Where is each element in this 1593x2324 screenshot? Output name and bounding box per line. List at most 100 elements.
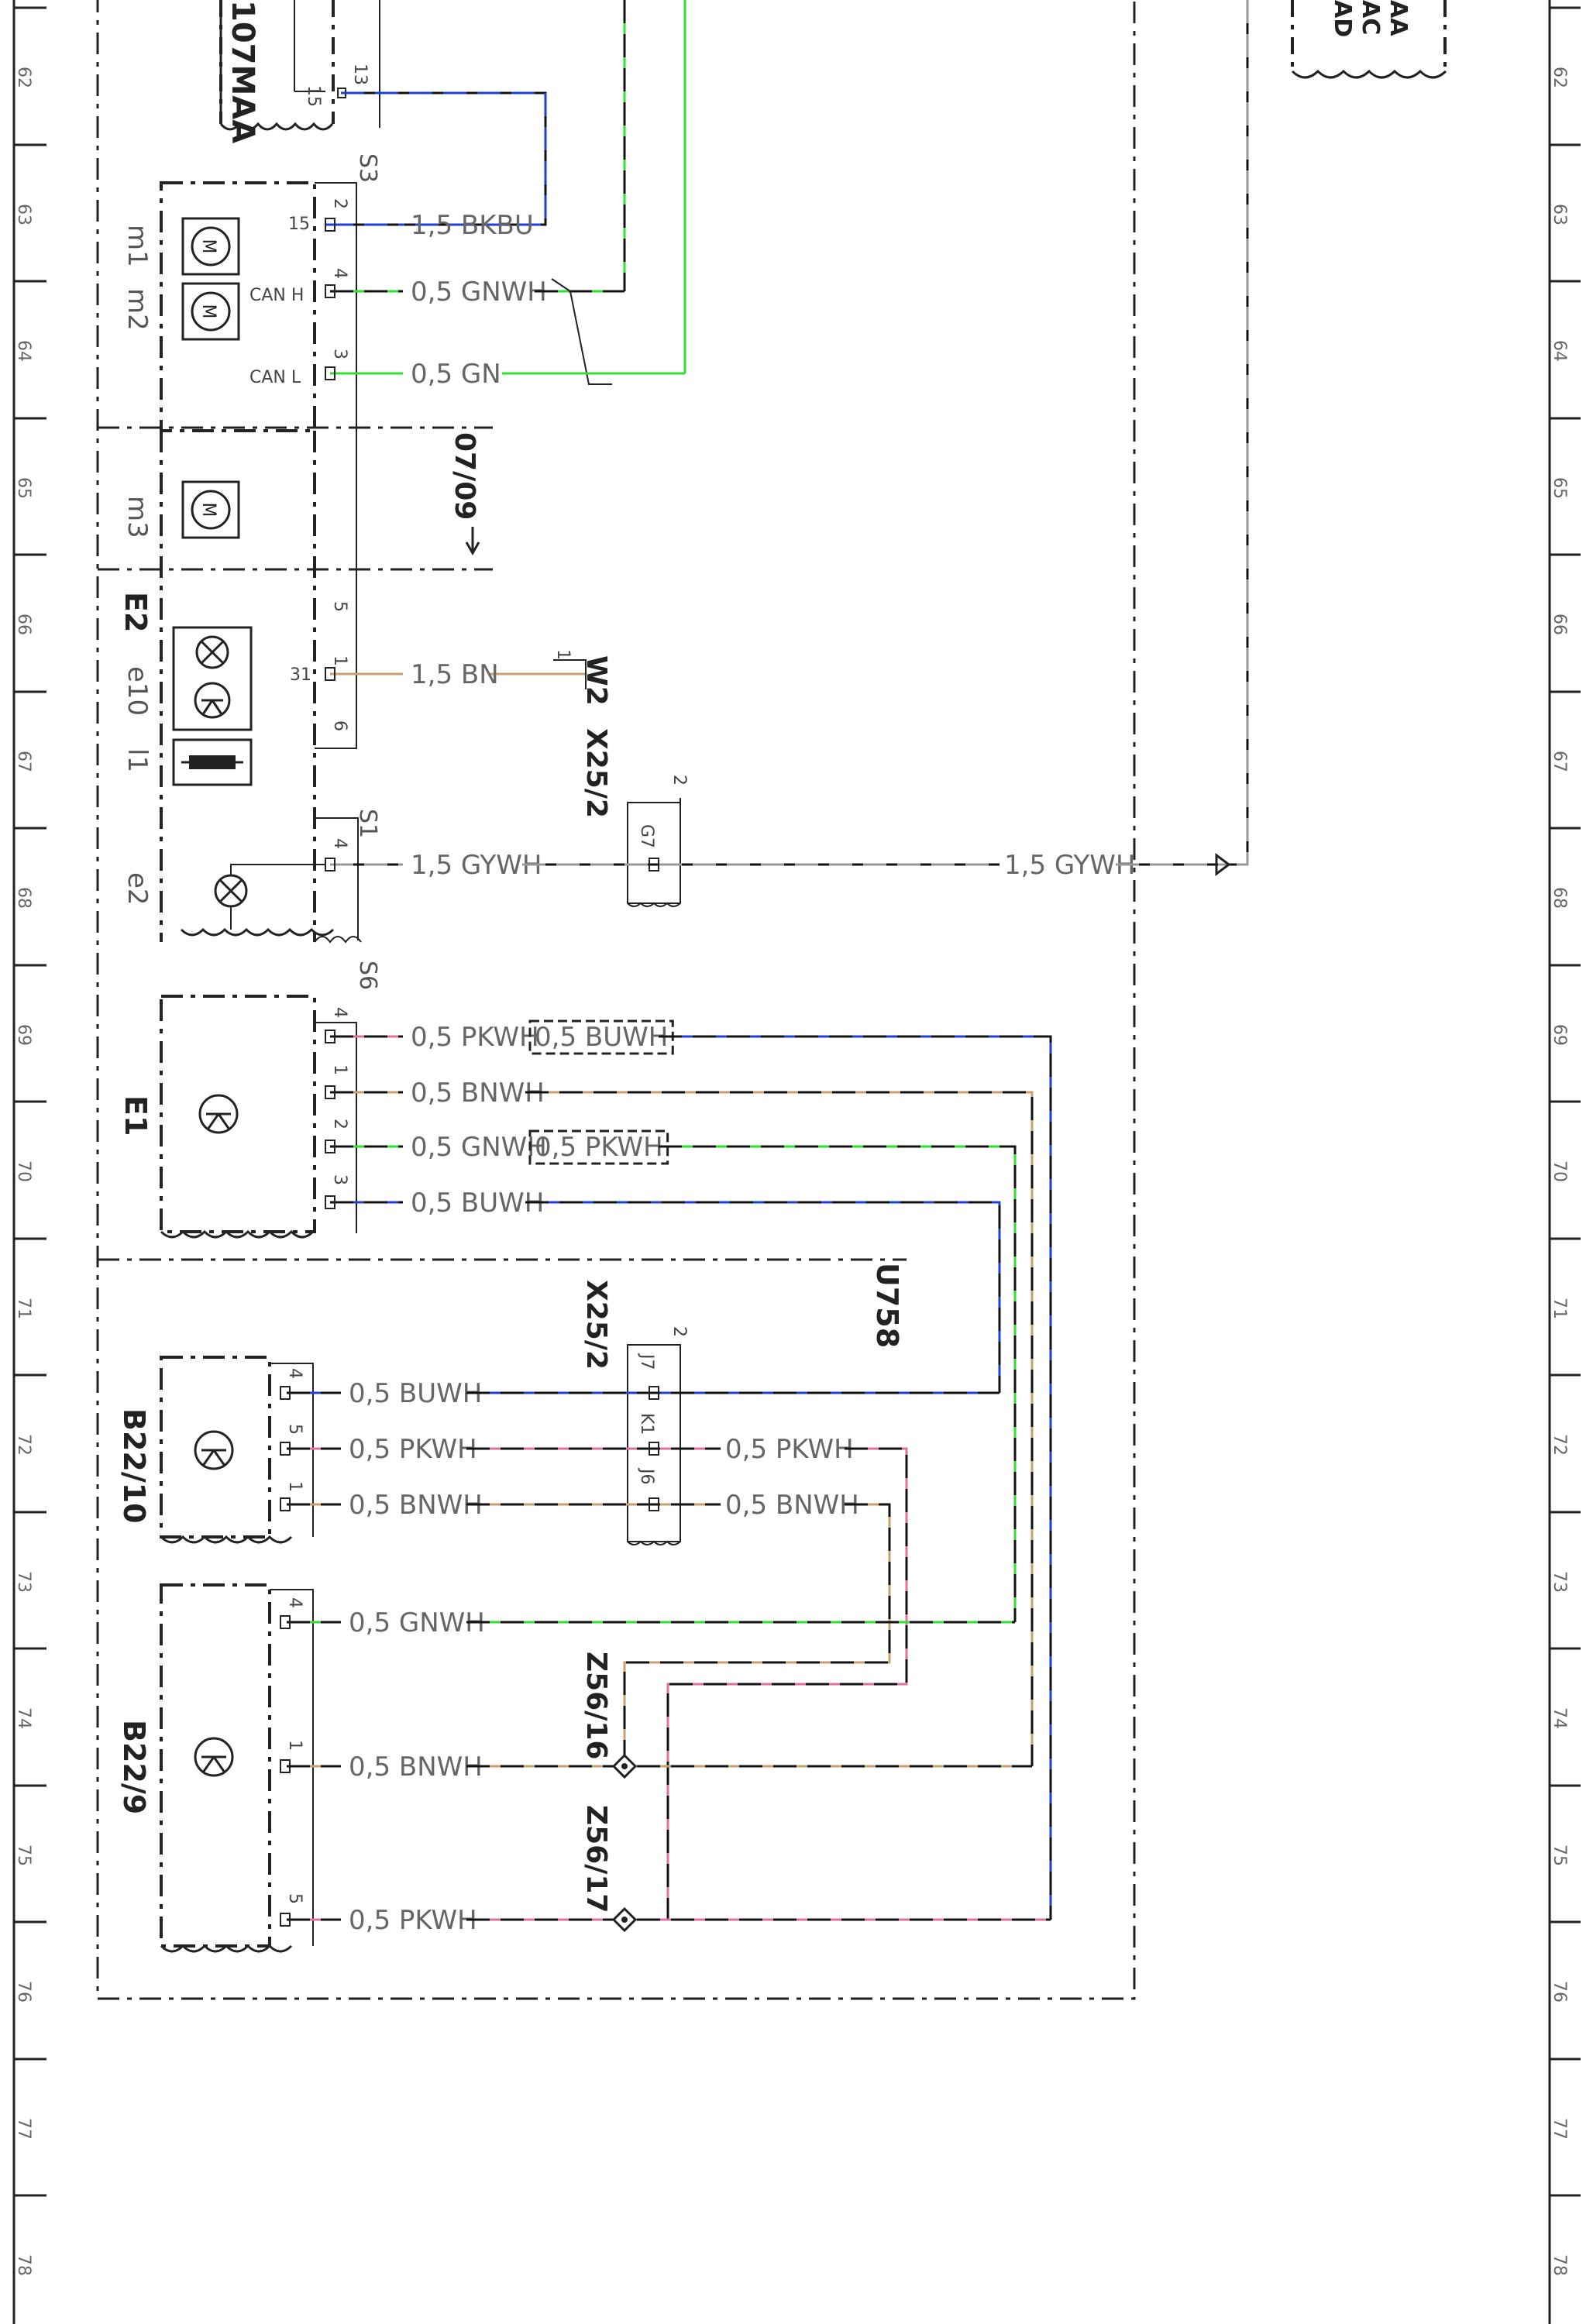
- pin-15: 15: [304, 85, 323, 107]
- wire-label-e1-gnwh: 0,5 GNWH: [411, 1132, 547, 1163]
- s3-module: S3 m1 m2 M M 2 15 4 CAN H 3 CAN L: [122, 153, 381, 749]
- wire-x25-bnwh-run: [623, 1503, 891, 1766]
- ruler-label-left: 64: [14, 340, 33, 362]
- wire-label-b229-bnwh: 0,5 BNWH: [349, 1752, 483, 1783]
- ruler-label-right: 72: [1550, 1434, 1569, 1456]
- ruler-label-left: 69: [14, 1024, 33, 1046]
- wire-label-e1-bnwh: 0,5 BNWH: [411, 1078, 545, 1109]
- pin-terminal: [325, 366, 335, 380]
- inductor-icon: [172, 738, 253, 786]
- m3-label: m3: [122, 496, 153, 538]
- ruler-label-left: 62: [14, 67, 33, 88]
- pin-e2-1: 1: [330, 655, 349, 666]
- pin-terminal: [325, 858, 335, 871]
- ruler-label-left: 70: [14, 1160, 33, 1182]
- wire-label-bkbu: 1,5 BKBU: [411, 210, 534, 241]
- code-ac: AC: [1357, 0, 1384, 35]
- ruler-label-right: 64: [1550, 340, 1569, 362]
- wire-e1-gnwh-run: [659, 1145, 1017, 1622]
- m2-label: m2: [122, 288, 153, 331]
- pin-s3-4: 4: [330, 268, 349, 279]
- b22-10-sensor-icon: [194, 1430, 234, 1470]
- s1-bracket: [315, 817, 359, 940]
- ruler-label-left: 66: [14, 614, 33, 635]
- wire-label-b2210-pkwh: 0,5 PKWH: [349, 1434, 477, 1465]
- wire-e1-bnwh-run: [525, 1091, 1034, 1766]
- cross-reference-arrow: [465, 527, 480, 556]
- pin-w2-1: 1: [553, 649, 573, 660]
- pin-terminal: [649, 1386, 659, 1400]
- u758-enclosure: [96, 0, 1136, 2000]
- pin-terminal: [325, 667, 335, 681]
- b22-9-module: B22/9 4 1 5: [117, 1583, 314, 1953]
- b22-10-module: B22/10 4 5 1: [117, 1356, 314, 1544]
- ruler-label-right: 73: [1550, 1571, 1569, 1593]
- wire-gywh-up: [1229, 0, 1249, 866]
- ruler-label-right: 63: [1550, 204, 1569, 225]
- pin-terminal: [325, 1140, 335, 1153]
- transistor-icon: [194, 682, 231, 719]
- ruler-label-right: 71: [1550, 1298, 1569, 1319]
- wire-label-e1-buwh-box: 0,5 BUWH: [535, 1022, 668, 1053]
- b22-9-label: B22/9: [117, 1720, 151, 1814]
- ruler-label-left: 63: [14, 204, 33, 225]
- pin-e1-3: 3: [330, 1174, 349, 1185]
- wire-label-x25-pkwh: 0,5 PKWH: [725, 1434, 854, 1465]
- module-codes: AA AC AD: [1291, 0, 1447, 79]
- pin-b229-1: 1: [285, 1740, 304, 1751]
- motor-m2-icon: M: [181, 282, 240, 341]
- ruler-label-right: 76: [1550, 1981, 1569, 2003]
- w2-terminal: [553, 659, 587, 689]
- ruler-label-right: 66: [1550, 614, 1569, 635]
- pin-b229-4: 4: [285, 1597, 304, 1608]
- pin-terminal: [325, 1030, 335, 1043]
- motor-m1-icon: M: [181, 217, 240, 276]
- row-ruler: [12, 0, 1551, 2324]
- pin-e1-4: 4: [330, 1007, 349, 1018]
- pin-x25-2-a: 2: [669, 775, 689, 786]
- b22-9-sensor-icon: [194, 1737, 234, 1777]
- wire-label-gn-can: 0,5 GN: [411, 359, 501, 390]
- pin-terminal: [325, 1195, 335, 1209]
- cross-reference: 07/09: [449, 432, 480, 520]
- pin-e2-31: 31: [290, 665, 311, 685]
- lamp-icon: [172, 626, 253, 731]
- code-aa: AA: [1385, 0, 1412, 36]
- pin-terminal: [325, 218, 335, 232]
- pin-j7: J7: [637, 1353, 656, 1370]
- pin-can-l: CAN L: [249, 368, 301, 387]
- ruler-label-left: 76: [14, 1981, 33, 2003]
- x25-2-top-connector: X25/2 2 G7: [580, 728, 689, 907]
- pin-b2210-4: 4: [285, 1368, 304, 1379]
- pin-s3-3: 3: [330, 349, 349, 359]
- wire-label-gywh-right: 1,5 GYWH: [1004, 850, 1136, 881]
- pin-terminal: [280, 1497, 291, 1511]
- pin-terminal: [280, 1913, 291, 1927]
- x25-2-bottom-label: X25/2: [580, 1280, 612, 1370]
- ruler-label-right: 62: [1550, 67, 1569, 88]
- ruler-label-left: 75: [14, 1844, 33, 1866]
- pin-b229-5: 5: [285, 1893, 304, 1904]
- x25-2-bottom-connector: X25/2 2 J7 K1 J6: [580, 1280, 689, 1545]
- pin-terminal: [280, 1615, 291, 1629]
- ruler-label-right: 69: [1550, 1024, 1569, 1046]
- x25-2-top-label: X25/2: [580, 728, 612, 818]
- ruler-label-left: 74: [14, 1707, 33, 1729]
- ruler-label-right: 77: [1550, 2118, 1569, 2140]
- u758-label: U758: [870, 1263, 904, 1348]
- ruler-label-right: 70: [1550, 1160, 1569, 1182]
- ruler-label-right: 65: [1550, 477, 1569, 499]
- code-ad: AD: [1329, 0, 1356, 37]
- e2-module: E2 e10 l1 e2 5 1: [119, 592, 349, 937]
- wire-x25-pkwh-run: [666, 1447, 908, 1920]
- wire-label-b2210-buwh: 0,5 BUWH: [349, 1378, 482, 1409]
- e1-label: E1: [119, 1095, 153, 1136]
- m1-label: m1: [122, 225, 153, 267]
- pin-e1-2: 2: [330, 1119, 349, 1129]
- pin-13: 13: [350, 64, 370, 85]
- pin-can-h: CAN H: [249, 286, 304, 305]
- ruler-label-right: 67: [1550, 751, 1569, 772]
- e1-module: E1 S6 4 1 2 3: [119, 961, 381, 1239]
- wire-bkbu: [325, 91, 547, 226]
